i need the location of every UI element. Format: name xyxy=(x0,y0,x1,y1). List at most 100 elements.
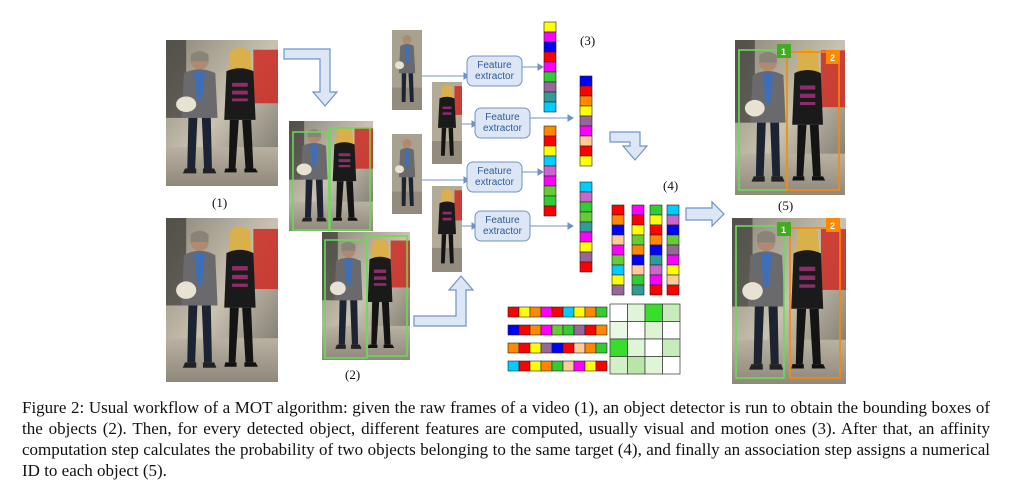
raw-frame-1 xyxy=(166,40,278,186)
track-id-text-3: 1 xyxy=(781,225,786,235)
feature-cell xyxy=(579,231,593,243)
label-step-2: (2) xyxy=(345,367,360,382)
detection-frame-1 xyxy=(289,121,373,231)
feature-cell xyxy=(579,125,593,137)
crop-woman-2b xyxy=(432,186,462,272)
track-id-badge-3 xyxy=(777,222,791,236)
feature-extractor-label: Feature xyxy=(485,215,520,226)
feature-cell xyxy=(543,175,557,187)
affinity-matrix-cell xyxy=(609,321,628,340)
crop-woman-1a xyxy=(392,30,422,110)
affinity-row-cell xyxy=(573,360,586,372)
affinity-row-cell xyxy=(573,342,586,354)
affinity-row-cell xyxy=(584,360,597,372)
track-id-badge-4 xyxy=(826,218,840,232)
affinity-row-cell xyxy=(595,342,608,354)
affinity-column-cell xyxy=(631,204,645,216)
feature-cell xyxy=(579,85,593,97)
feature-cell xyxy=(543,81,557,93)
affinity-row-cell xyxy=(562,306,575,318)
feature-extractor-label: Feature xyxy=(485,112,520,123)
affinity-column-cell xyxy=(649,284,663,296)
affinity-row-cell xyxy=(518,360,531,372)
crop-woman-1b xyxy=(392,134,422,214)
affinity-column-cell xyxy=(611,264,625,276)
feature-cell xyxy=(579,115,593,127)
affinity-column-cell xyxy=(666,234,680,246)
affinity-column-cell xyxy=(611,254,625,266)
feature-cell xyxy=(543,61,557,73)
feature-cell xyxy=(543,71,557,83)
affinity-column-cell xyxy=(611,214,625,226)
affinity-matrix-cell xyxy=(627,356,646,375)
affinity-row-cell xyxy=(529,360,542,372)
feature-cell xyxy=(579,201,593,213)
affinity-column-cell xyxy=(666,284,680,296)
feature-cell xyxy=(543,91,557,103)
affinity-row-cell xyxy=(529,342,542,354)
feature-cell xyxy=(579,135,593,147)
affinity-column-cell xyxy=(611,284,625,296)
affinity-column-cell xyxy=(611,234,625,246)
feature-cell xyxy=(579,191,593,203)
feature-cell xyxy=(543,135,557,147)
affinity-column-cell xyxy=(611,224,625,236)
affinity-column-cell xyxy=(631,224,645,236)
affinity-row-cell xyxy=(562,342,575,354)
tracked-frame-2: 1 2 xyxy=(732,218,846,384)
affinity-row-cell xyxy=(540,324,553,336)
feature-extractor-box xyxy=(466,55,523,87)
arrow-2-to-crops xyxy=(413,275,475,327)
feature-extractor-label: Feature xyxy=(477,60,512,71)
affinity-matrix-cell xyxy=(662,356,681,375)
affinity-row-cell xyxy=(551,306,564,318)
feature-cell xyxy=(543,31,557,43)
affinity-column-cell xyxy=(631,254,645,266)
affinity-matrix-cell xyxy=(627,338,646,357)
feature-extractor-label: extractor xyxy=(483,226,523,237)
affinity-column-cell xyxy=(631,274,645,286)
crop-woman-2a xyxy=(432,82,462,164)
affinity-column-cell xyxy=(631,214,645,226)
affinity-column-cell xyxy=(631,284,645,296)
affinity-matrix-cell xyxy=(644,321,663,340)
feature-cell xyxy=(579,261,593,273)
affinity-matrix-cell xyxy=(662,303,681,322)
affinity-column-cell xyxy=(631,234,645,246)
affinity-matrix-cell xyxy=(662,321,681,340)
detection-frame-2 xyxy=(322,232,410,360)
affinity-matrix-cell xyxy=(627,303,646,322)
affinity-row-cell xyxy=(518,306,531,318)
affinity-row-cell xyxy=(584,342,597,354)
extractor-arrows xyxy=(522,63,574,230)
label-step-1: (1) xyxy=(212,195,227,210)
feature-cell xyxy=(579,75,593,87)
track-id-text-1: 1 xyxy=(781,47,786,57)
affinity-column-cell xyxy=(649,264,663,276)
feature-extractor-label: extractor xyxy=(475,177,515,188)
affinity-column-cell xyxy=(666,244,680,256)
feature-cell xyxy=(543,185,557,197)
feature-cell xyxy=(543,155,557,167)
affinity-column-cell xyxy=(666,264,680,276)
feature-cell xyxy=(543,101,557,113)
affinity-matrix-cell xyxy=(627,321,646,340)
affinity-row-cell xyxy=(540,360,553,372)
feature-cell xyxy=(579,241,593,253)
raw-frame-2 xyxy=(166,218,278,382)
affinity-column-cell xyxy=(649,224,663,236)
feature-cell xyxy=(579,211,593,223)
affinity-column-cell xyxy=(666,254,680,266)
affinity-row-cell xyxy=(540,306,553,318)
label-step-4: (4) xyxy=(663,178,678,193)
affinity-matrix-cell xyxy=(644,356,663,375)
arrow-4-to-5 xyxy=(685,200,725,228)
affinity-row-cell xyxy=(507,360,520,372)
track-id-badge-2 xyxy=(826,50,840,64)
feature-extractor-label: extractor xyxy=(483,123,523,134)
affinity-matrix-cell xyxy=(662,338,681,357)
affinity-column-cell xyxy=(649,254,663,266)
feature-cell xyxy=(543,125,557,137)
affinity-column-cell xyxy=(666,274,680,286)
affinity-row-cell xyxy=(518,324,531,336)
